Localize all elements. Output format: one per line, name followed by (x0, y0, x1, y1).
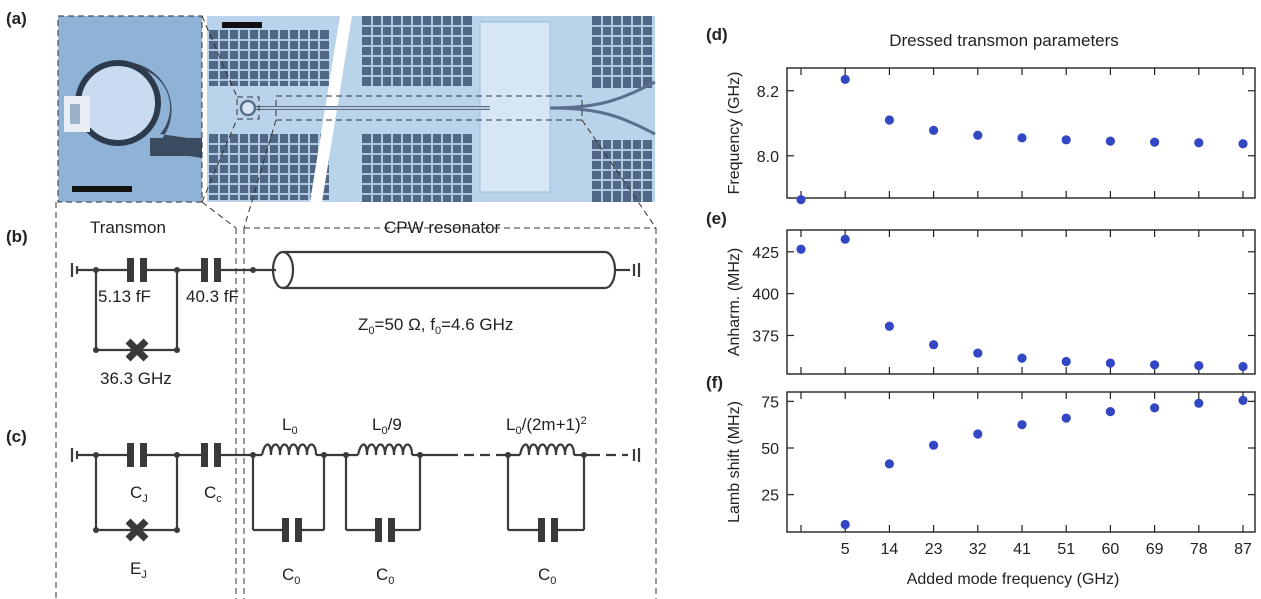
cj-value: 5.13 fF (98, 287, 151, 306)
c0-symbol-3: C0 (538, 565, 556, 587)
panel-label-c: (c) (6, 427, 27, 446)
panel-label-d: (d) (706, 25, 728, 44)
data-point-0-4 (973, 130, 983, 140)
y-axis-label-0: Frequency (GHz) (726, 72, 743, 195)
data-point-1-3 (929, 340, 939, 350)
data-point-1-0 (796, 244, 806, 254)
data-point-0-0 (796, 195, 806, 205)
x-tick-label-3: 23 (925, 541, 943, 558)
x-tick-label-8: 69 (1146, 541, 1164, 558)
cpw-parameters: Z0=50 Ω, f0=4.6 GHz (358, 315, 513, 337)
data-point-1-2 (884, 321, 895, 331)
data-point-0-7 (1105, 136, 1115, 146)
x-tick-label-1: 5 (841, 541, 850, 558)
x-tick-label-7: 60 (1102, 541, 1120, 558)
ej-value: 36.3 GHz (100, 369, 172, 388)
chart-title: Dressed transmon parameters (889, 31, 1119, 50)
ej-symbol: EJ (130, 559, 147, 581)
zoom-connectors (55, 15, 657, 599)
panel-label-a: (a) (6, 9, 27, 28)
data-point-1-10 (1238, 361, 1248, 372)
panel-label-f: (f) (706, 373, 723, 392)
y-tick-label-0-0: 8.0 (757, 149, 779, 166)
c0-symbol-1: C0 (282, 565, 300, 587)
data-point-1-6 (1061, 356, 1071, 367)
x-tick-label-9: 78 (1190, 541, 1208, 558)
panel-label-e: (e) (706, 209, 727, 228)
x-axis-label: Added mode frequency (GHz) (907, 571, 1120, 588)
transmon-label: Transmon (90, 218, 166, 237)
circuit-b (70, 250, 641, 362)
data-point-2-2 (884, 459, 895, 469)
data-point-1-7 (1105, 358, 1115, 368)
panel-label-b: (b) (6, 227, 28, 246)
plot-frame-2 (786, 391, 1256, 533)
data-point-0-6 (1061, 135, 1071, 145)
plot-frame-0 (786, 67, 1256, 199)
charts-group: 8.0 8.2 Frequency (GHz) 375 400 425 Anharm. (M… (726, 67, 1256, 588)
cc-value: 40.3 fF (186, 287, 239, 306)
x-tick-label-2: 14 (881, 541, 899, 558)
data-point-0-9 (1194, 138, 1204, 148)
x-tick-label-5: 41 (1013, 541, 1031, 558)
circuit-c (70, 443, 641, 542)
data-point-1-4 (973, 348, 983, 358)
scale-bar-right (222, 22, 262, 28)
cpw-resonator-label: CPW resonator (384, 218, 501, 237)
data-point-2-5 (1017, 420, 1027, 430)
c0-symbol-2: C0 (376, 565, 394, 587)
y-tick-label-2-1: 50 (761, 441, 779, 458)
data-point-2-1 (840, 519, 850, 530)
data-point-0-5 (1017, 133, 1027, 143)
y-axis-label-1: Anharm. (MHz) (726, 248, 743, 356)
data-point-0-3 (929, 125, 939, 135)
data-point-1-9 (1194, 361, 1204, 371)
y-tick-label-1-1: 400 (752, 287, 779, 304)
data-point-2-9 (1194, 398, 1204, 408)
scale-bar-left (72, 186, 132, 192)
data-point-0-1 (840, 74, 850, 84)
y-axis-label-2: Lamb shift (MHz) (726, 401, 743, 523)
data-point-1-1 (840, 234, 850, 244)
l0-symbol: L0 (282, 415, 298, 437)
data-point-2-10 (1238, 395, 1248, 405)
l0-over-2m1-symbol: L0/(2m+1)2 (506, 415, 587, 437)
data-point-0-2 (884, 115, 895, 125)
data-point-2-8 (1150, 403, 1160, 413)
y-tick-label-2-2: 75 (761, 394, 779, 411)
data-point-1-8 (1150, 360, 1160, 370)
y-tick-label-0-1: 8.2 (757, 84, 779, 101)
data-point-0-8 (1150, 137, 1160, 147)
x-tick-label-6: 51 (1057, 541, 1075, 558)
cj-symbol: CJ (130, 483, 148, 505)
data-point-1-5 (1017, 353, 1027, 363)
data-point-2-4 (973, 429, 983, 439)
x-tick-label-10: 87 (1234, 541, 1252, 558)
data-point-2-6 (1061, 413, 1071, 423)
data-point-0-10 (1238, 139, 1248, 149)
chip-micrograph-image (207, 16, 656, 202)
plot-frame-1 (786, 229, 1256, 375)
cc-symbol: Cc (204, 483, 222, 505)
l0-over-9-symbol: L0/9 (372, 415, 402, 437)
y-tick-label-1-0: 375 (752, 328, 779, 345)
transmon-zoom-image (57, 15, 203, 203)
data-point-2-3 (929, 440, 939, 450)
y-tick-label-1-2: 425 (752, 245, 779, 262)
data-point-2-7 (1105, 407, 1115, 417)
y-tick-label-2-0: 25 (761, 488, 779, 505)
x-tick-label-4: 32 (969, 541, 987, 558)
